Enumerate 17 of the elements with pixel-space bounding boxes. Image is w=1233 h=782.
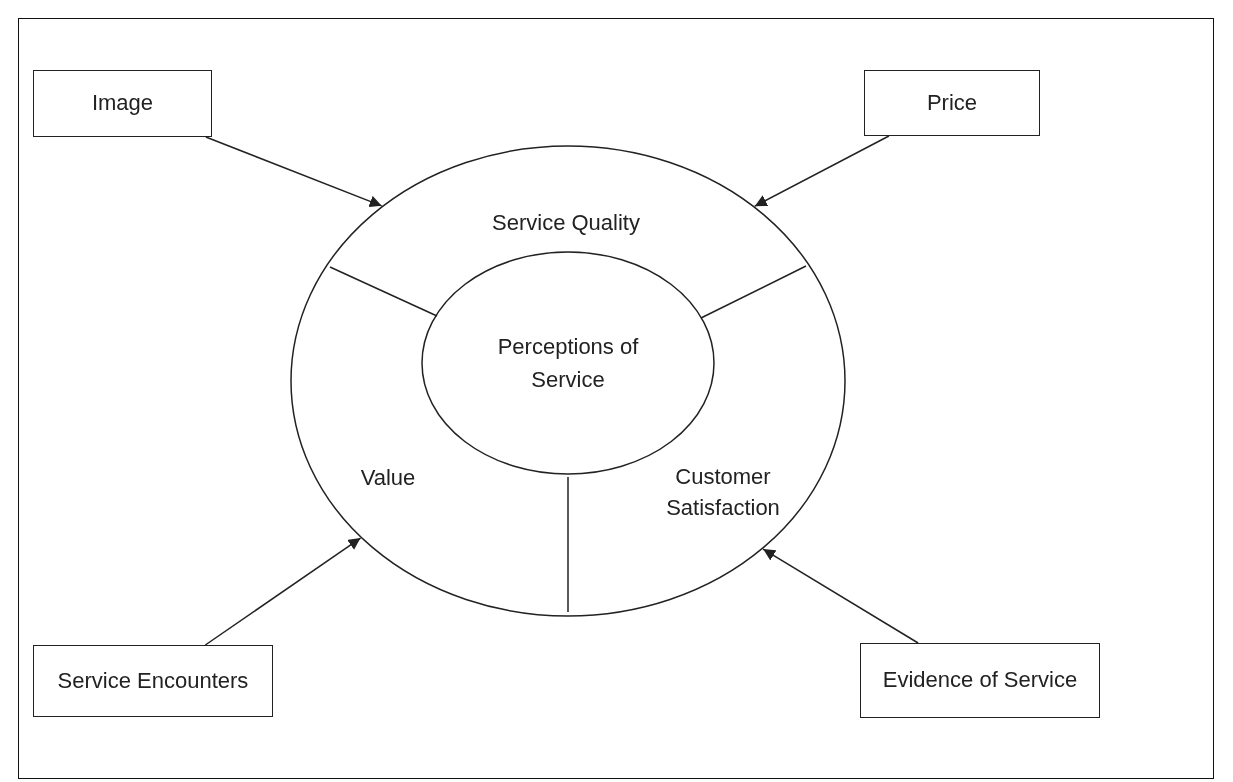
arrow [754,135,890,207]
outer-ellipse [290,145,846,617]
factor-box [864,70,1040,136]
ring-label: Service Quality [491,208,641,237]
arrow [205,136,383,208]
box-label: Evidence of Service [881,666,1079,695]
ring-label: Value [359,463,417,492]
ring-label: Customer Satisfaction [665,463,781,522]
factor-box [33,645,273,717]
arrow [204,537,362,646]
arrow [762,548,919,644]
factor-box [33,70,212,137]
box-label: Service Encounters [56,666,250,695]
center-label: Perceptions of Service [496,333,640,394]
factor-box [860,643,1100,718]
box-label: Price [925,88,979,117]
box-label: Image [90,89,155,118]
